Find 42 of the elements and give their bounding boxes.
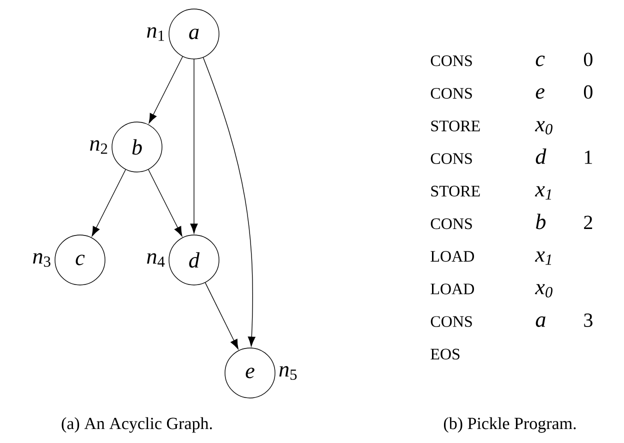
opcode-text: EOS: [430, 348, 460, 360]
caption: (b) Pickle Program.: [444, 417, 576, 433]
graph-node: d: [168, 234, 220, 286]
arrow: [148, 56, 183, 124]
caption: (a) An Acyclic Graph.: [62, 417, 212, 433]
graph-node: c: [54, 234, 106, 286]
operand-text: 0: [584, 85, 592, 99]
operand-text: x$_{0}$: [534, 121, 552, 134]
operand-text: a: [536, 316, 546, 327]
opcode-text: CONS: [430, 218, 472, 230]
arrow: [202, 57, 256, 347]
operand-text: 2: [584, 216, 592, 229]
node-label: n$_{5}$: [279, 366, 297, 380]
operand-text: 3: [584, 314, 592, 327]
opcode-text: STORE: [431, 186, 480, 197]
arrow: [148, 169, 182, 236]
operand-text: 0: [584, 52, 592, 66]
graph-node: e: [224, 348, 276, 398]
opcode-text: CONS: [430, 316, 472, 327]
operand-text: b: [536, 214, 546, 230]
opcode-text: CONS: [430, 153, 472, 164]
arrow: [204, 282, 238, 350]
operand-text: x$_{1}$: [534, 251, 552, 265]
node-label: n$_{2}$: [90, 140, 108, 154]
node-label: n$_{1}$: [147, 27, 164, 41]
graph-node: b: [112, 122, 162, 172]
graph-node: a: [168, 8, 220, 60]
operand-text: 1: [584, 150, 592, 164]
operand-text: x$_{0}$: [534, 284, 552, 298]
node-label: n$_{3}$: [33, 253, 50, 267]
opcode-text: CONS: [430, 55, 472, 66]
arrow: [92, 169, 126, 236]
operand-text: x$_{1}$: [534, 186, 552, 200]
opcode-text: STORE: [431, 120, 480, 132]
operand-text: d: [536, 148, 546, 164]
operand-text: e: [536, 88, 544, 99]
opcode-text: LOAD: [430, 251, 474, 262]
opcode-text: LOAD: [430, 284, 474, 294]
operand-text: c: [536, 56, 545, 66]
opcode-text: CONS: [430, 88, 472, 99]
arrow: [190, 58, 198, 234]
node-label: n$_{4}$: [147, 253, 165, 267]
